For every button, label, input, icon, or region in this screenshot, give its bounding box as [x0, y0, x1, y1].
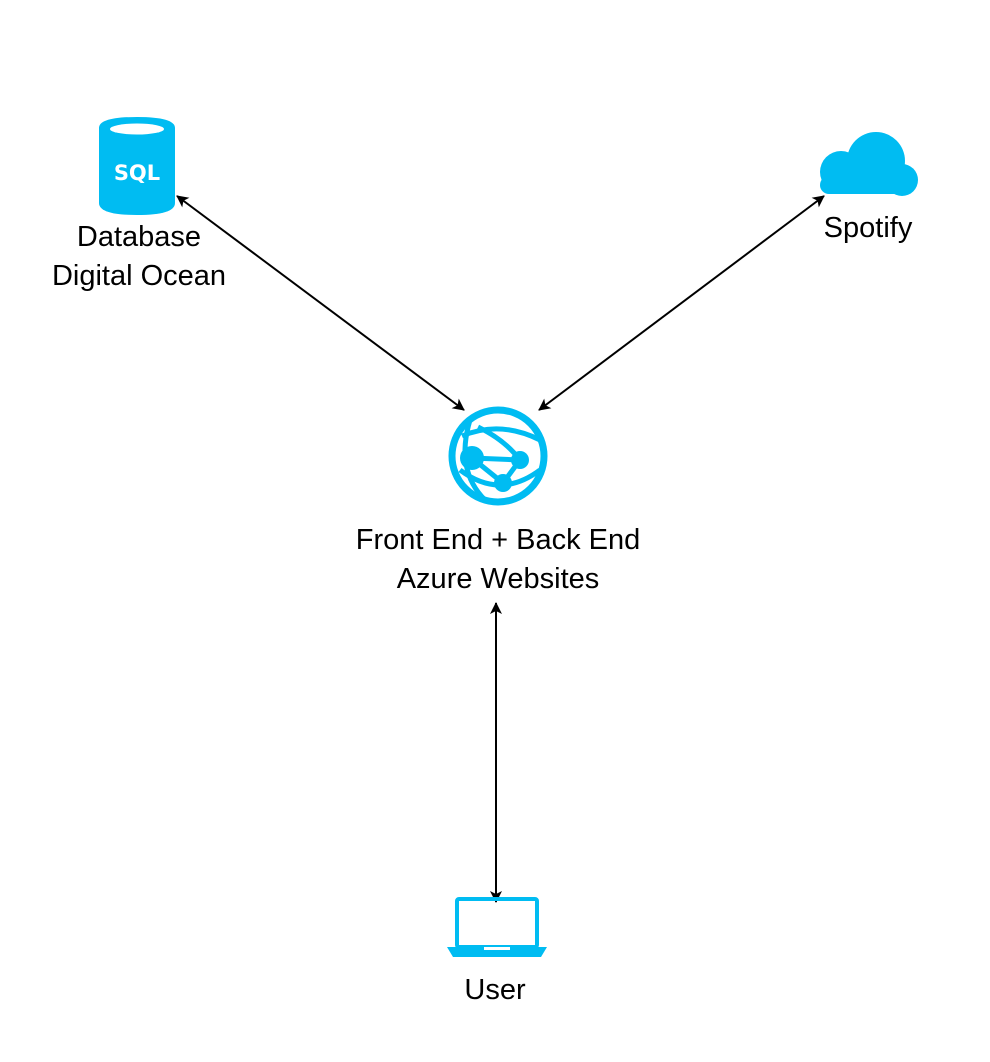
database-label-line2: Digital Ocean: [51, 260, 227, 292]
sql-icon-text: SQL: [114, 161, 160, 185]
user-label-text: User: [464, 974, 526, 1006]
user-label: User: [435, 971, 555, 1010]
azure-websites-globe-icon[interactable]: [448, 406, 548, 506]
cloud-icon[interactable]: [820, 132, 918, 196]
edge-database-web[interactable]: [176, 195, 465, 411]
web-label-line1: Front End + Back End: [355, 524, 641, 556]
spotify-label-text: Spotify: [823, 212, 913, 244]
web-label-line2: Azure Websites: [396, 563, 600, 595]
web-label: Front End + Back End Azure Websites: [318, 521, 678, 599]
sql-database-icon[interactable]: SQL: [99, 117, 175, 215]
spotify-label: Spotify: [808, 209, 928, 248]
database-label-line1: Database: [76, 221, 202, 253]
laptop-icon[interactable]: [447, 897, 547, 957]
database-label: Database Digital Ocean: [39, 218, 239, 296]
edge-spotify-web[interactable]: [538, 195, 825, 411]
